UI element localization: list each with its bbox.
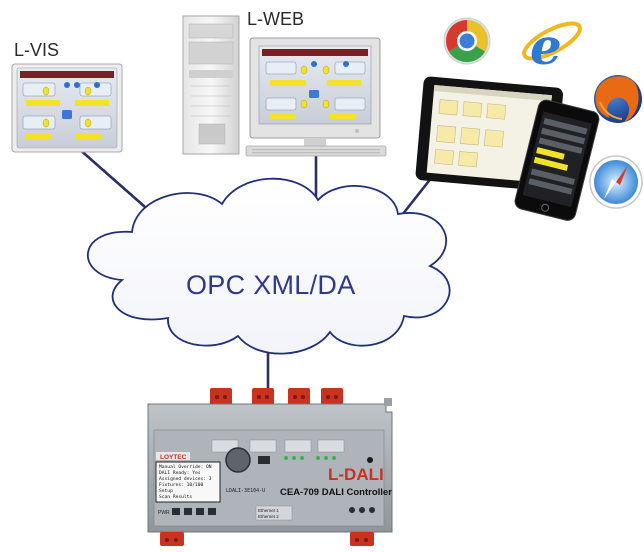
controller-display-text: Manual Override: ON DALI Ready: Yes Assi…	[159, 464, 212, 500]
lweb-label: L-WEB	[247, 9, 305, 29]
svg-text:e: e	[530, 17, 562, 76]
lvis-panel	[11, 63, 123, 153]
pc-tower	[182, 15, 240, 155]
safari-icon	[589, 155, 643, 209]
power-tag: PWR	[158, 510, 170, 516]
lweb-monitor	[245, 37, 387, 157]
jog-dial	[225, 447, 251, 473]
internet-explorer-icon: e	[522, 17, 582, 76]
cloud-label: OPC XML/DA	[186, 270, 356, 300]
brand-label: LOYTEC	[160, 454, 187, 461]
display-line-3: Assigned devices: 3	[159, 476, 212, 482]
port-label-1: Ethernet 1	[258, 508, 279, 513]
ldali-controller: LOYTEC Manual Override: ON DALI Ready: Y…	[147, 388, 393, 546]
display-line-5: Setup	[159, 488, 173, 494]
product-subtitle: CEA-709 DALI Controller	[280, 487, 392, 498]
top-terminals	[210, 388, 343, 406]
display-line-2: DALI Ready: Yes	[159, 470, 201, 476]
lvis-label: L-VIS	[14, 40, 60, 60]
display-line-6: Scan Results	[159, 494, 192, 500]
tablet	[415, 76, 563, 192]
display-line-4: Fixtures: 10/100	[159, 482, 203, 488]
port-label-2: Ethernet 2	[258, 514, 279, 519]
status-leds	[284, 456, 336, 460]
display-line-1: Manual Override: ON	[159, 464, 212, 470]
product-name: L-DALI	[328, 465, 384, 484]
opc-cloud	[86, 177, 451, 355]
chrome-icon	[443, 17, 491, 65]
model-label: LDALI-3E104-U	[226, 488, 265, 494]
bottom-terminals	[160, 532, 374, 546]
firefox-icon	[594, 75, 642, 123]
smartphone	[514, 99, 600, 221]
